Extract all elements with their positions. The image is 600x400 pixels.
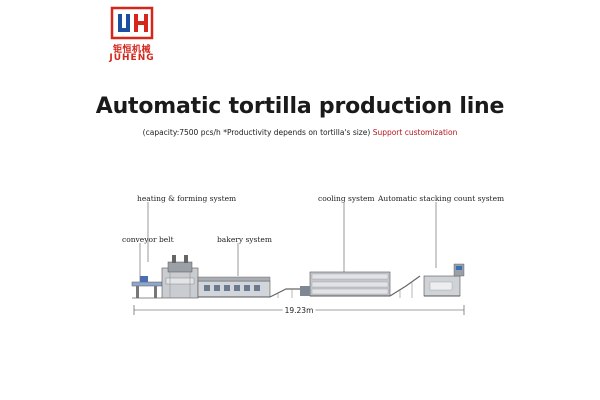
- stacking-machine: [423, 263, 465, 297]
- dimension-label: 19.23m: [285, 306, 314, 315]
- logo-chinese-name: 钜恒机械: [112, 45, 151, 55]
- conveyor-belt-machine: [131, 276, 163, 299]
- dimension-label-backdrop: [282, 306, 316, 315]
- jh-monogram-icon: [110, 6, 154, 40]
- label-cooling: cooling system: [318, 194, 375, 203]
- capacity-text: (capacity:7500 pcs/h: [142, 128, 221, 137]
- productivity-note: *Productivity depends on tortilla's size…: [223, 128, 371, 137]
- subtitle: (capacity:7500 pcs/h *Productivity depen…: [0, 128, 600, 137]
- customization-text: Support customization: [372, 128, 458, 137]
- heating-forming-machine: [161, 255, 199, 299]
- label-heating-forming: heating & forming system: [137, 194, 237, 203]
- incline-conveyor-2: [389, 275, 421, 298]
- logo-brand-name: JUHENG: [109, 53, 155, 63]
- label-bakery: bakery system: [217, 235, 272, 244]
- page-title: Automatic tortilla production line: [95, 94, 505, 119]
- bakery-oven-machine: [197, 276, 271, 298]
- incline-conveyor-1: [269, 288, 300, 298]
- cooling-machine: [300, 271, 391, 297]
- label-stacking: Automatic stacking count system: [378, 194, 505, 203]
